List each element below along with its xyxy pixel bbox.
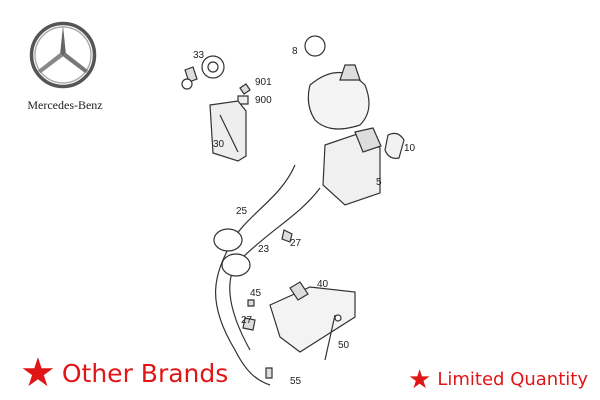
callout-25: 25 [236, 206, 248, 217]
callout-30: 30 [213, 139, 225, 150]
callout-901: 901 [255, 77, 272, 88]
callout-27-lower: 27 [241, 315, 253, 326]
callout-900: 900 [255, 95, 272, 106]
star-icon: ★ [408, 364, 432, 394]
other-brands-label: Other Brands [61, 358, 229, 388]
star-icon: ★ [20, 351, 56, 395]
limited-quantity-label: Limited Quantity [437, 368, 588, 390]
callout-33: 33 [193, 50, 205, 61]
shift-boot-part-8 [307, 72, 370, 130]
cap-part-10 [384, 132, 405, 159]
brand-block: Mercedes-Benz [10, 20, 120, 120]
rod-part-50 [324, 314, 336, 361]
limited-quantity-banner: ★ Limited Quantity [408, 366, 588, 392]
callout-45: 45 [250, 288, 262, 299]
cable-part-25 [214, 164, 296, 386]
brand-name: Mercedes-Benz [27, 98, 103, 112]
callout-40: 40 [317, 279, 329, 290]
knob-part-8 [304, 35, 326, 57]
callout-8: 8 [292, 46, 298, 57]
linkage-part-40 [269, 286, 356, 353]
callout-5: 5 [376, 177, 382, 188]
callout-50: 50 [338, 340, 350, 351]
callout-10: 10 [404, 143, 416, 154]
bolt-part-33 [184, 66, 198, 83]
mercedes-star-logo-icon [29, 21, 97, 89]
other-brands-banner: ★ Other Brands [20, 351, 229, 395]
callout-23: 23 [258, 244, 270, 255]
bushing-part-33 [201, 55, 225, 79]
callout-55: 55 [290, 376, 302, 387]
callout-27-upper: 27 [290, 238, 302, 249]
